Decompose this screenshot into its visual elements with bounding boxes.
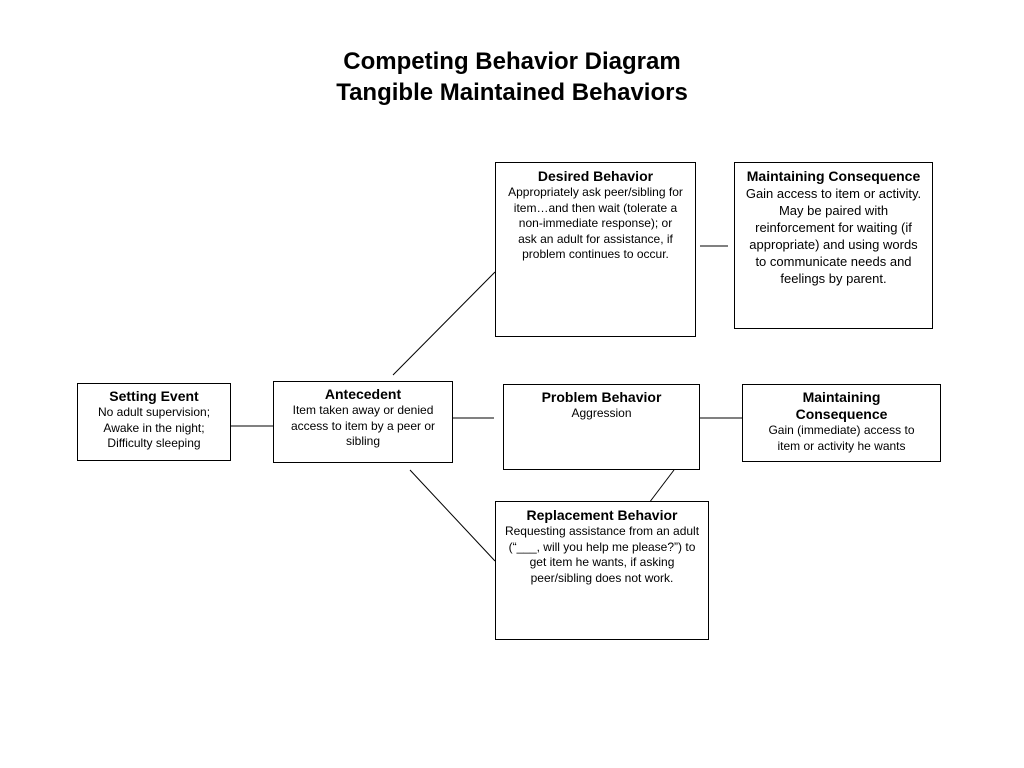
edge-antecedent-to-desired-behavior (392, 271, 496, 376)
replacement-behavior-text: Requesting assistance from an adult (“__… (504, 524, 700, 585)
setting-event-text: No adult supervision; Awake in the night… (97, 405, 211, 450)
problem-consequence-text: Gain (immediate) access to item or activ… (768, 423, 915, 453)
problem-behavior-heading: Problem Behavior (541, 389, 662, 405)
desired-consequence-heading: Maintaining Consequence (746, 168, 921, 184)
diagram-title: Competing Behavior Diagram (343, 48, 681, 75)
desired-behavior-heading: Desired Behavior (537, 168, 654, 184)
edge-problem-behavior-to-replacement (648, 469, 675, 504)
problem-consequence-box: Maintaining Consequence Gain (immediate)… (742, 384, 941, 462)
replacement-behavior-heading: Replacement Behavior (526, 507, 678, 523)
diagram-subtitle: Tangible Maintained Behaviors (336, 79, 688, 106)
desired-consequence-box: Maintaining Consequence Gain access to i… (734, 162, 933, 329)
setting-event-box: Setting Event No adult supervision; Awak… (77, 383, 231, 461)
antecedent-heading: Antecedent (324, 386, 402, 402)
problem-behavior-text: Aggression (571, 406, 632, 420)
antecedent-box: Antecedent Item taken away or denied acc… (273, 381, 453, 463)
replacement-behavior-box: Replacement Behavior Requesting assistan… (495, 501, 709, 640)
antecedent-text: Item taken away or denied access to item… (290, 403, 436, 448)
desired-consequence-text: Gain access to item or activity. May be … (745, 186, 922, 286)
setting-event-heading: Setting Event (109, 388, 199, 404)
problem-consequence-heading: Maintaining Consequence (795, 389, 888, 422)
problem-behavior-box: Problem Behavior Aggression (503, 384, 700, 470)
desired-behavior-box: Desired Behavior Appropriately ask peer/… (495, 162, 696, 337)
desired-behavior-text: Appropriately ask peer/sibling for item…… (508, 185, 683, 261)
edge-antecedent-to-replacement-behavior (409, 469, 496, 562)
